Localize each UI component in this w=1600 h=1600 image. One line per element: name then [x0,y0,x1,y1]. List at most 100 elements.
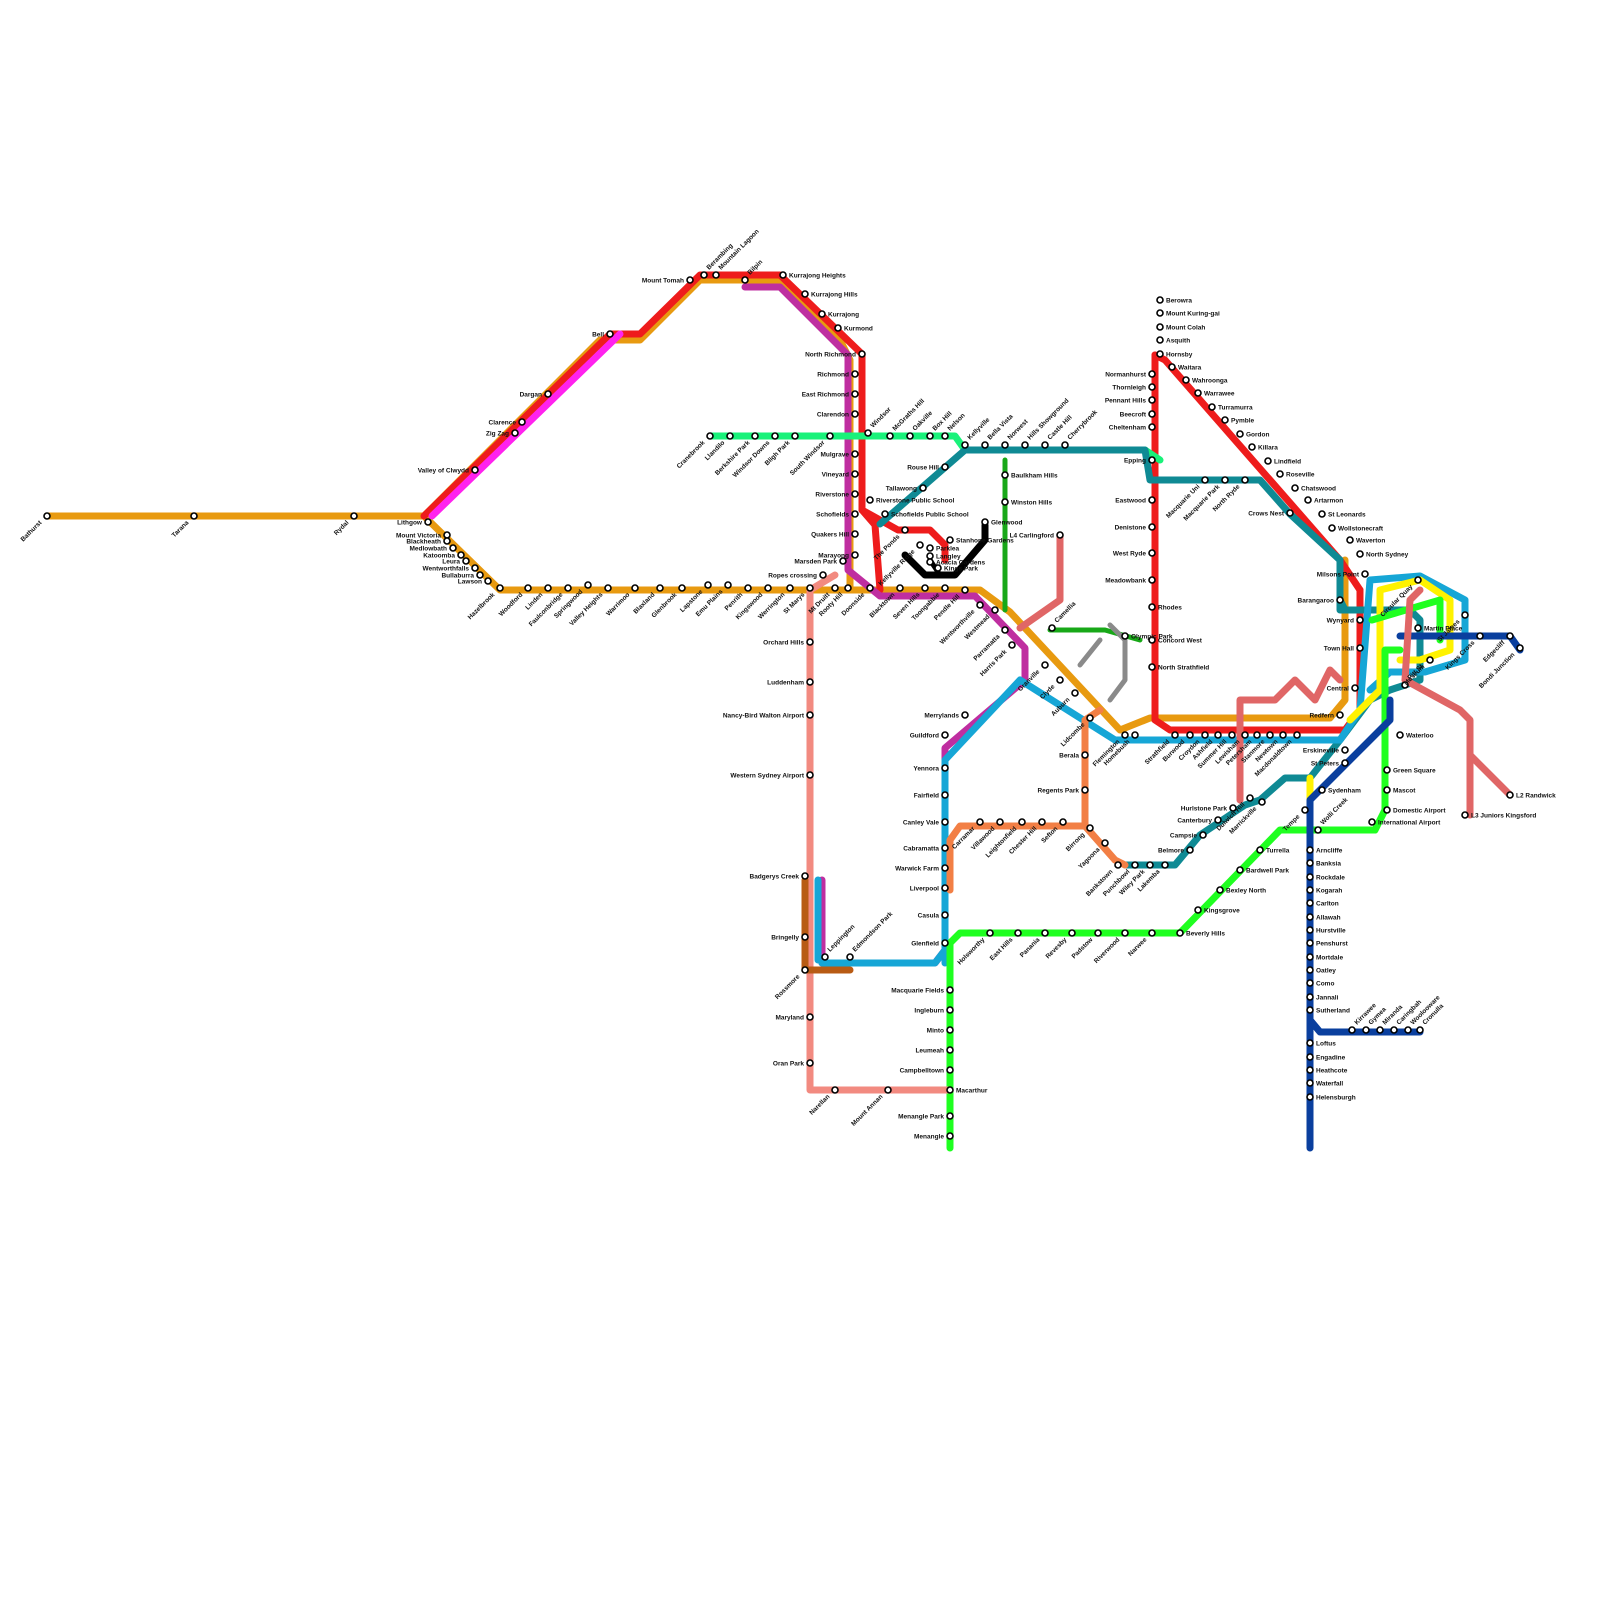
station-marker-leumeah[interactable] [946,1046,954,1054]
station-marker-strathfield[interactable] [1171,731,1179,739]
station-marker-woodford[interactable] [524,584,532,592]
station-marker-st-james[interactable] [1461,611,1469,619]
station-marker-international-airport[interactable] [1368,818,1376,826]
station-marker-kurmond[interactable] [834,324,842,332]
station-marker-yagoona[interactable] [1101,839,1109,847]
station-marker-north-sydney[interactable] [1356,550,1364,558]
station-marker-lapstone[interactable] [704,581,712,589]
station-marker-ashfield[interactable] [1214,731,1222,739]
station-marker-riverwood[interactable] [1121,929,1129,937]
station-marker-bullaburra[interactable] [476,571,484,579]
station-marker-mount-annan[interactable] [884,1086,892,1094]
station-marker-miranda[interactable] [1376,1026,1384,1034]
station-marker-kellyville-ridge[interactable] [916,541,924,549]
station-marker-east-hills[interactable] [1014,929,1022,937]
station-marker-windsor[interactable] [864,429,872,437]
station-marker-springwood[interactable] [584,581,592,589]
station-marker-woolooware[interactable] [1404,1026,1412,1034]
station-marker-warwick-farm[interactable] [941,864,949,872]
station-marker-kingswood[interactable] [764,584,772,592]
station-marker-allawah[interactable] [1306,913,1314,921]
station-marker-wahroonga[interactable] [1182,376,1190,384]
station-marker-canley-vale[interactable] [941,818,949,826]
station-marker-waitara[interactable] [1168,363,1176,371]
station-marker-gordon[interactable] [1236,430,1244,438]
station-marker-mcgraths-hill[interactable] [886,432,894,440]
station-marker-arncliffe[interactable] [1306,846,1314,854]
station-marker-sutherland[interactable] [1306,1006,1314,1014]
station-marker-penrith[interactable] [744,584,752,592]
station-marker-beverly-hills[interactable] [1176,929,1184,937]
station-marker-eastwood[interactable] [1148,496,1156,504]
station-marker-kurrajong[interactable] [818,310,826,318]
station-marker-valley-heights[interactable] [604,584,612,592]
station-marker-kellyville[interactable] [961,441,969,449]
station-marker-berkshire-park[interactable] [751,432,759,440]
station-marker-birrong[interactable] [1086,824,1094,832]
station-marker-mountain-lagoon[interactable] [712,271,720,279]
station-marker-wentworth-falls[interactable] [471,564,479,572]
station-marker-lewisham[interactable] [1241,731,1249,739]
station-marker-rhodes[interactable] [1148,603,1156,611]
station-marker-tarana[interactable] [190,512,198,520]
station-marker-burwood[interactable] [1186,731,1194,739]
station-marker-pendle-hill[interactable] [961,586,969,594]
station-marker-asquith[interactable] [1156,336,1164,344]
station-marker-meadowbank[interactable] [1148,576,1156,584]
station-marker-macquarie-uni[interactable] [1201,476,1209,484]
station-marker-denistone[interactable] [1148,523,1156,531]
station-marker-lindfield[interactable] [1264,457,1272,465]
station-marker-llandilo[interactable] [726,432,734,440]
station-marker-macdonaldtown[interactable] [1293,731,1301,739]
station-marker-bilpin[interactable] [741,276,749,284]
station-marker-barangaroo[interactable] [1336,596,1344,604]
station-marker-central[interactable] [1351,684,1359,692]
station-marker-waverton[interactable] [1346,536,1354,544]
station-marker-green-square[interactable] [1383,766,1391,774]
station-marker-newtown[interactable] [1279,731,1287,739]
station-marker-lawson[interactable] [484,577,492,585]
station-marker-domestic-airport[interactable] [1383,806,1391,814]
station-marker-beecroft[interactable] [1148,410,1156,418]
station-marker-medlow-bath[interactable] [449,544,457,552]
station-marker-canterbury[interactable] [1214,816,1222,824]
station-marker-bankstown[interactable] [1114,861,1122,869]
station-marker-concord-west[interactable] [1148,636,1156,644]
station-marker-north-strathfield[interactable] [1148,663,1156,671]
station-marker-lithgow[interactable] [424,518,432,526]
station-marker-seven-hills[interactable] [921,584,929,592]
station-marker-box-hill[interactable] [926,432,934,440]
station-marker-pennant-hills[interactable] [1148,396,1156,404]
station-marker-campsie[interactable] [1199,831,1207,839]
station-marker-holsworthy[interactable] [986,929,994,937]
station-marker-valley-of-clwydd[interactable] [471,466,479,474]
station-marker-badgerys-creek[interactable] [801,872,809,880]
station-marker-casula[interactable] [941,911,949,919]
station-marker-carlingford[interactable] [1056,531,1064,539]
station-marker-pymble[interactable] [1221,416,1229,424]
station-marker-waterloo[interactable] [1396,731,1404,739]
station-marker-norwest[interactable] [1001,441,1009,449]
station-marker-bringelly[interactable] [801,933,809,941]
station-marker-lakemba[interactable] [1161,861,1169,869]
station-marker-leightonfield[interactable] [1018,818,1026,826]
station-marker-cherrybrook[interactable] [1061,441,1069,449]
station-marker-liverpool[interactable] [941,884,949,892]
station-marker-guildford[interactable] [941,731,949,739]
station-marker-dargan[interactable] [544,390,552,398]
station-marker-sydenham[interactable] [1318,786,1326,794]
station-marker-linden[interactable] [544,584,552,592]
station-marker-marrickville[interactable] [1258,798,1266,806]
station-marker-auburn[interactable] [1071,689,1079,697]
station-marker-cranebrook[interactable] [706,432,714,440]
station-marker-windsor-downs[interactable] [771,432,779,440]
station-marker-mount-victoria[interactable] [443,531,451,539]
station-marker-rossmore[interactable] [801,966,809,974]
station-marker-acacia-gardens[interactable] [926,558,934,566]
station-marker-oatley[interactable] [1306,966,1314,974]
station-marker-leppington[interactable] [821,953,829,961]
station-marker-st-peters[interactable] [1341,759,1349,767]
station-marker-l2-randwick[interactable] [1506,791,1514,799]
station-marker-turrella[interactable] [1256,846,1264,854]
station-marker-kogarah[interactable] [1306,886,1314,894]
